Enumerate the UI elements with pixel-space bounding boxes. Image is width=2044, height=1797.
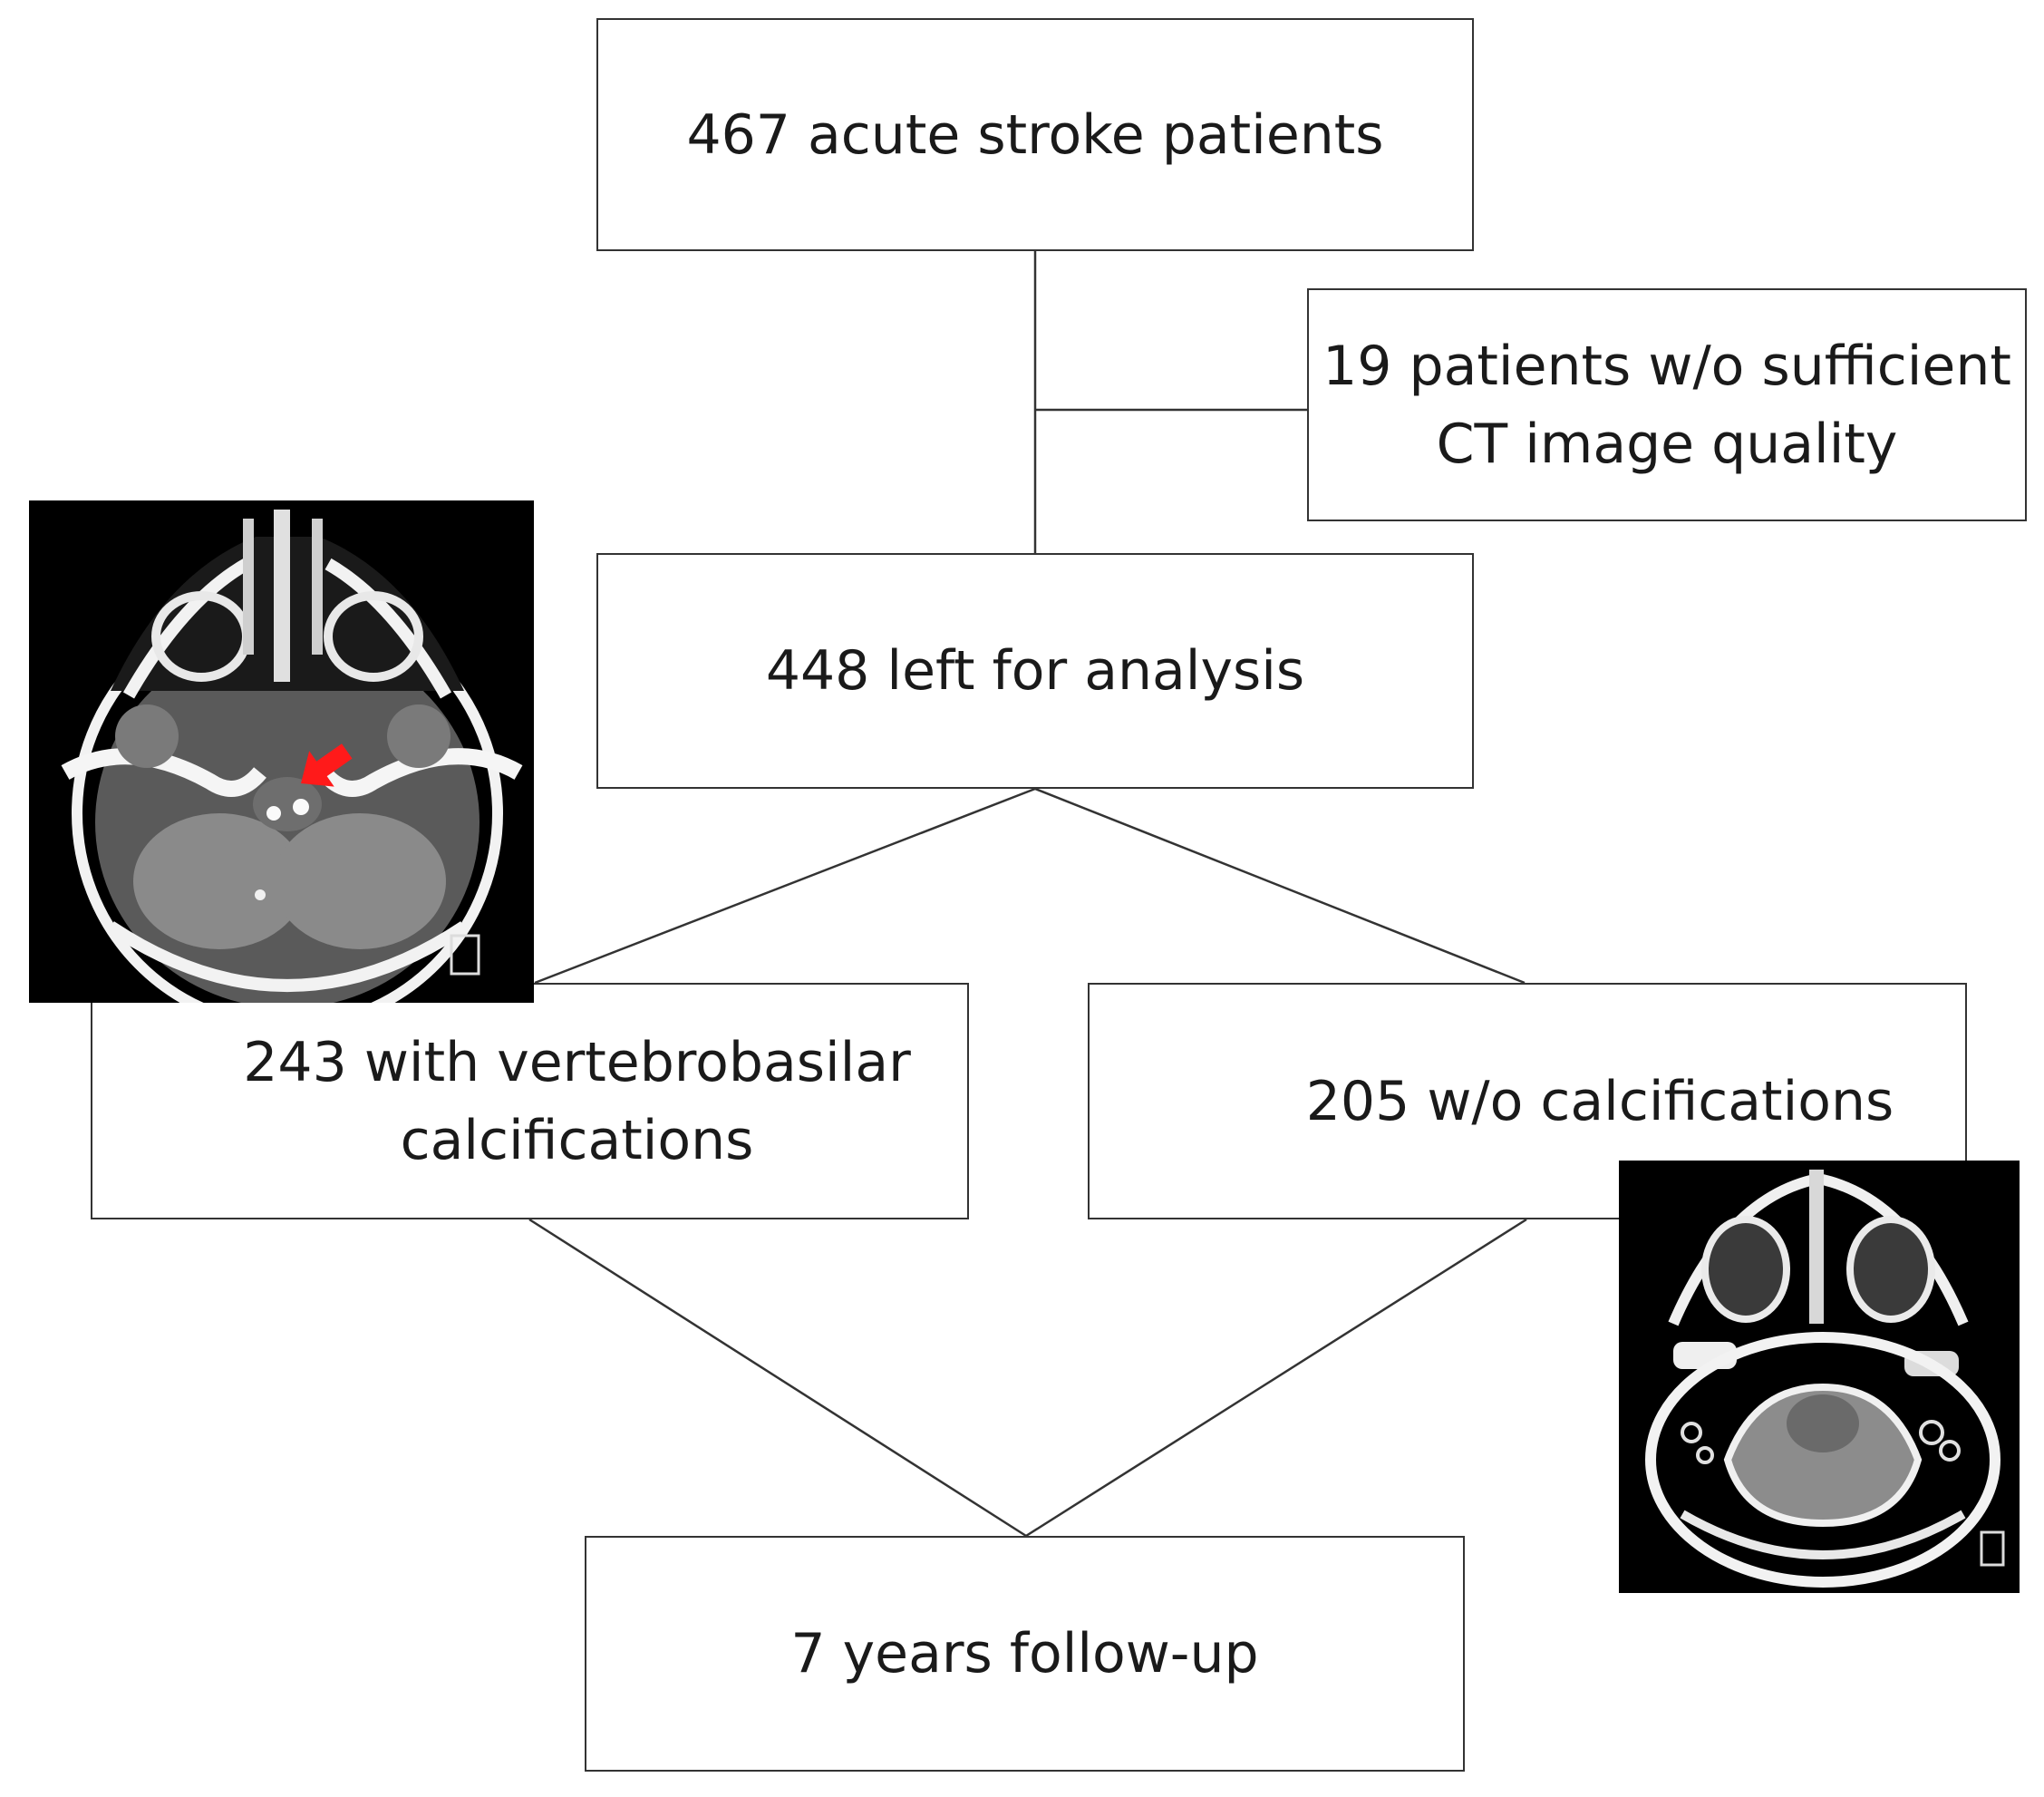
- box-with-calc-line-1: 243 with vertebrobasilar: [243, 1030, 911, 1094]
- box-without-calc-label: 205 w/o calcifications: [1305, 1069, 1894, 1133]
- box-with-calc-line-2: calcifications: [400, 1108, 754, 1172]
- box-excluded-line-2: CT image quality: [1436, 412, 1898, 476]
- box-followup-label: 7 years follow-up: [790, 1622, 1259, 1685]
- connector-analysis-to-with-calc: [534, 787, 1036, 985]
- ct-scan-with-calcification: [29, 500, 534, 1003]
- connector-without-calc-to-followup: [1025, 1218, 1527, 1538]
- box-followup: 7 years follow-up: [585, 1536, 1465, 1772]
- box-total-patients-label: 467 acute stroke patients: [686, 102, 1384, 167]
- box-analysis: 448 left for analysis: [596, 553, 1474, 789]
- box-excluded-patients: 19 patients w/o sufficient CT image qual…: [1307, 288, 2027, 521]
- connector-analysis-to-without-calc: [1034, 787, 1526, 985]
- ct-scan-without-calcification: [1619, 1161, 2020, 1593]
- red-arrow-icon: [301, 743, 353, 787]
- box-excluded-line-1: 19 patients w/o sufficient: [1322, 334, 2011, 398]
- connector-with-calc-to-followup: [528, 1218, 1027, 1538]
- box-with-calcifications: 243 with vertebrobasilar calcifications: [91, 983, 969, 1219]
- box-total-patients: 467 acute stroke patients: [596, 18, 1474, 251]
- box-analysis-label: 448 left for analysis: [765, 639, 1305, 703]
